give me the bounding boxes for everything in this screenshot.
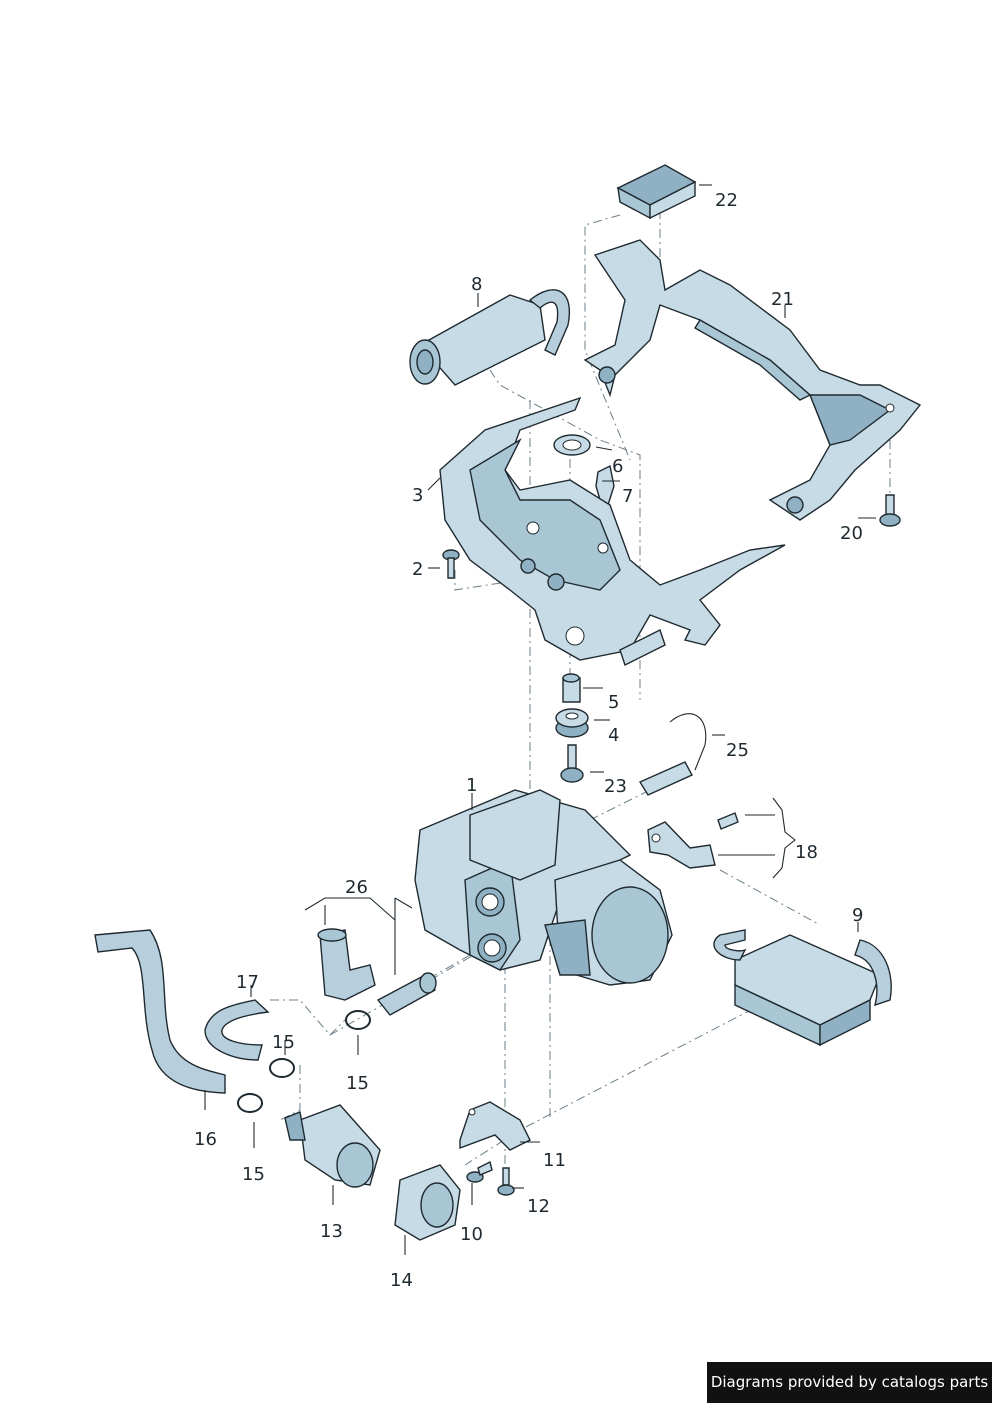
part-16-hose	[94, 929, 226, 1094]
part-1-heater	[414, 789, 673, 986]
callout-26: 26	[345, 877, 368, 898]
part-22-bolt	[879, 494, 901, 527]
callout-21: 22	[715, 190, 738, 211]
part-20-bracket	[583, 239, 922, 521]
callout-14: 14	[390, 1270, 413, 1291]
callout-25: 25	[726, 740, 749, 761]
part-23-bolt	[560, 744, 584, 783]
part-4-grommet	[555, 708, 589, 738]
part-5-sleeve	[562, 673, 581, 703]
callout-23: 23	[604, 776, 627, 797]
part-2-bolt	[442, 549, 460, 579]
part-9-exchanger	[713, 929, 892, 1047]
part-15-clamp-mid	[269, 1058, 295, 1078]
part-10-screw	[466, 1160, 493, 1183]
attribution-banner: Diagrams provided by catalogs parts	[707, 1362, 992, 1403]
callout-4: 4	[608, 725, 619, 746]
leader-lines	[204, 184, 876, 1255]
part-17-hose	[204, 999, 270, 1061]
part-15-clamp-left	[237, 1093, 263, 1113]
callout-15-mid: 15	[272, 1032, 295, 1053]
part-14-clamp	[394, 1164, 461, 1241]
part-8-cylinder	[409, 289, 571, 386]
part-26-elbow	[317, 928, 376, 1001]
callout-11: 11	[543, 1150, 566, 1171]
callout-13: 13	[320, 1221, 343, 1242]
callout-20: 21	[771, 289, 794, 310]
callout-18: 18	[795, 842, 818, 863]
part-18-flange	[647, 812, 739, 869]
callout-3: 3	[412, 485, 423, 506]
part-26-connector	[376, 972, 437, 1016]
callout-17: 17	[236, 972, 259, 993]
callout-16: 16	[194, 1129, 217, 1150]
part-15-clamp-right	[345, 1010, 371, 1030]
part-6-washer	[553, 434, 591, 456]
callout-labels: 22 21 8 6 7 3 2 20 5 4 25 23 1 18 26 9 1…	[194, 190, 863, 1291]
callout-2: 2	[412, 559, 423, 580]
part-3-plate	[439, 396, 786, 666]
part-21-pad	[616, 164, 697, 220]
callout-22: 20	[840, 523, 863, 544]
part-13-pump	[284, 1104, 381, 1188]
part-25-sensor	[638, 713, 707, 796]
part-12-screw	[497, 1167, 515, 1196]
callout-1: 1	[466, 775, 477, 796]
callout-6: 6	[612, 456, 623, 477]
callout-5: 5	[608, 692, 619, 713]
callout-15-left: 15	[242, 1164, 265, 1185]
callout-12: 12	[527, 1196, 550, 1217]
callout-8: 8	[471, 274, 482, 295]
callout-9: 9	[852, 905, 863, 926]
callout-7: 7	[622, 486, 633, 507]
callout-10: 10	[460, 1224, 483, 1245]
part-11-bracket	[459, 1101, 531, 1151]
callout-15-right: 15	[346, 1073, 369, 1094]
